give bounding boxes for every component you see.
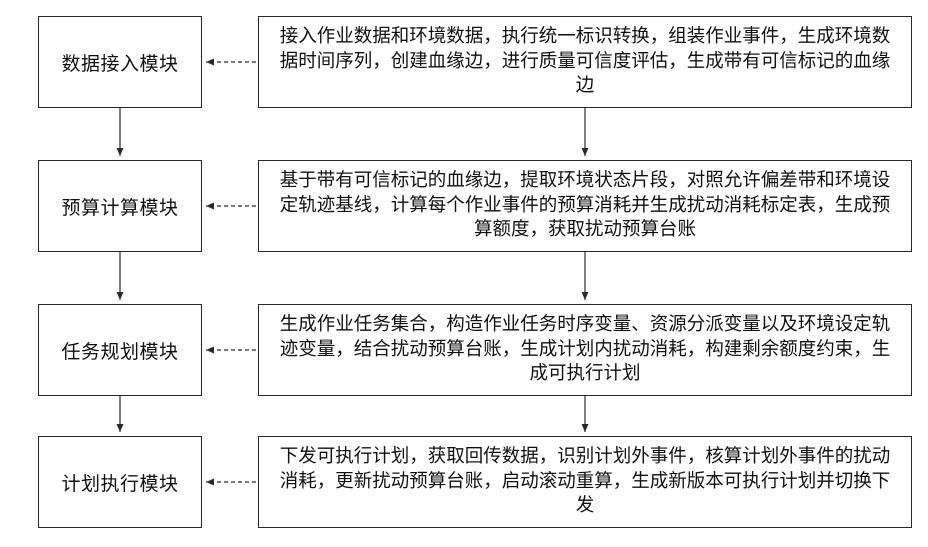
module-box-budget-calc: 预算计算模块 [38,160,202,252]
module-label-plan-execution: 计划执行模块 [61,469,178,496]
description-box-data-access: 接入作业数据和环境数据，执行统一标识转换，组装作业事件，生成环境数据时间序列，创… [258,16,912,108]
module-label-task-planning: 任务规划模块 [61,337,178,364]
description-text-task-planning: 生成作业任务集合，构造作业任务时序变量、资源分派变量以及环境设定轨迹变量，结合扰… [273,313,897,386]
description-text-budget-calc: 基于带有可信标记的血缘边，提取环境状态片段，对照允许偏差带和环境设定轨迹基线，计… [273,169,897,242]
description-text-data-access: 接入作业数据和环境数据，执行统一标识转换，组装作业事件，生成环境数据时间序列，创… [273,25,897,98]
description-text-plan-execution: 下发可执行计划，获取回传数据，识别计划外事件，核算计划外事件的扰动消耗，更新扰动… [273,445,897,518]
module-box-plan-execution: 计划执行模块 [38,436,202,528]
description-box-budget-calc: 基于带有可信标记的血缘边，提取环境状态片段，对照允许偏差带和环境设定轨迹基线，计… [258,160,912,252]
module-box-data-access: 数据接入模块 [38,16,202,108]
module-box-task-planning: 任务规划模块 [38,304,202,396]
module-label-budget-calc: 预算计算模块 [61,193,178,220]
description-box-task-planning: 生成作业任务集合，构造作业任务时序变量、资源分派变量以及环境设定轨迹变量，结合扰… [258,304,912,396]
description-box-plan-execution: 下发可执行计划，获取回传数据，识别计划外事件，核算计划外事件的扰动消耗，更新扰动… [258,436,912,528]
module-label-data-access: 数据接入模块 [61,49,178,76]
